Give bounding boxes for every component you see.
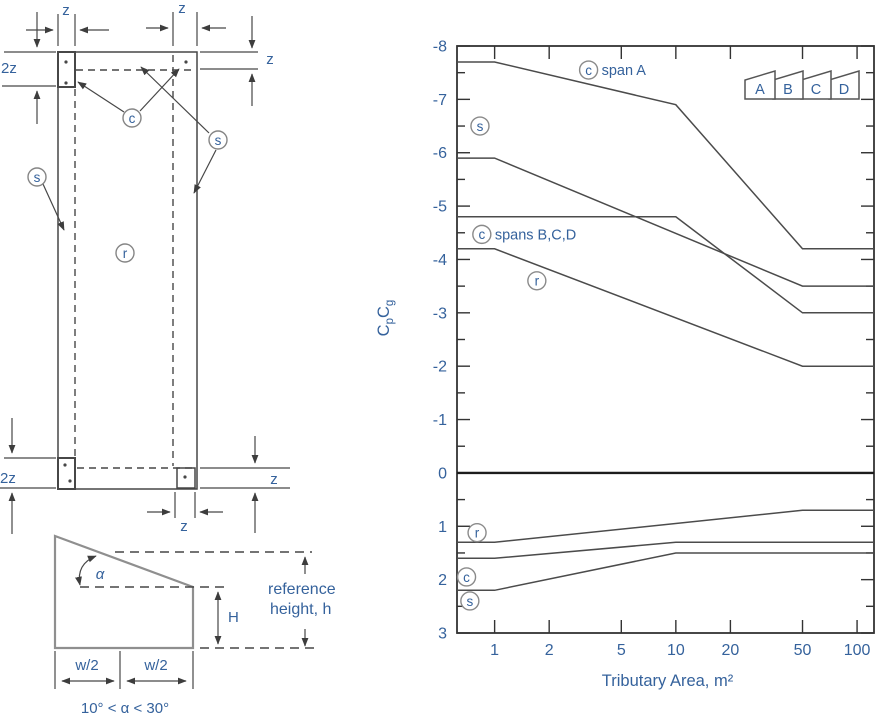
y-tick-label: -7 bbox=[433, 92, 447, 109]
x-axis-title: Tributary Area, m² bbox=[602, 672, 734, 690]
series-edge-suction bbox=[457, 157, 874, 287]
roof-section-diagram: α H reference height, h w/2 w/2 10° < α … bbox=[53, 534, 336, 717]
y-tick-label: -8 bbox=[433, 39, 447, 56]
y-tick-label: -4 bbox=[433, 252, 447, 269]
series-edge-pressure bbox=[457, 552, 874, 592]
series-corner-span-A-suction bbox=[457, 61, 874, 250]
dimension-marks bbox=[0, 12, 290, 534]
cpcg-chart: -8 -7 -6 -5 -4 -3 -2 -1 0 1 2 3 1 2 5 10 20 50 100Tributar… bbox=[375, 39, 875, 690]
series-interior-suction bbox=[457, 248, 874, 367]
annotation-text: spans B,C,D bbox=[495, 227, 576, 243]
dim-label-z: z bbox=[178, 0, 186, 17]
zone-letter-r: r bbox=[123, 246, 128, 261]
annotation-letter: s bbox=[466, 594, 473, 609]
zone-label-interior: r bbox=[115, 243, 135, 263]
zone-letter-c: c bbox=[129, 111, 136, 126]
corner-dot bbox=[64, 60, 68, 64]
dim-label-2z: 2z bbox=[1, 60, 17, 77]
x-tick-label: 10 bbox=[667, 642, 685, 659]
corner-box-top-left bbox=[57, 51, 76, 88]
annotation-circle-r bbox=[467, 522, 487, 543]
x-tick-label: 2 bbox=[545, 642, 554, 659]
y-tick-label: 0 bbox=[438, 465, 447, 482]
y-tick-label: -5 bbox=[433, 199, 447, 216]
annotation-letter: c bbox=[478, 227, 485, 242]
annotation-circle-s bbox=[470, 116, 490, 136]
zone-letter-s: s bbox=[34, 170, 41, 185]
annotation-circle-s bbox=[460, 591, 480, 611]
width-dimension-marks bbox=[54, 651, 194, 689]
dim-label-z: z bbox=[266, 51, 274, 68]
x-tick-label: 50 bbox=[794, 642, 812, 659]
building-outline bbox=[57, 51, 198, 490]
y-axis-title: CpCg bbox=[375, 300, 396, 337]
annotation-circle-c bbox=[472, 224, 492, 245]
corner-box-bottom-left bbox=[57, 457, 76, 490]
zone-label-edge-right: s bbox=[208, 130, 228, 150]
dim-label-z: z bbox=[270, 471, 278, 488]
y-tick-label: -1 bbox=[433, 412, 447, 429]
annotation-circle-c bbox=[578, 60, 599, 80]
zone-pointer-arrows bbox=[42, 66, 217, 231]
ref-height-label-line2: height, h bbox=[270, 601, 331, 618]
building-plan: c s s r bbox=[0, 0, 290, 535]
annotation-letter: r bbox=[475, 525, 480, 540]
series-corner-pressure bbox=[457, 541, 874, 560]
legend-letter-C: C bbox=[811, 82, 821, 98]
x-tick-label: 20 bbox=[722, 642, 740, 659]
corner-dot bbox=[184, 60, 188, 64]
dim-label-2z: 2z bbox=[0, 470, 16, 487]
ref-height-label-line1: reference bbox=[268, 581, 336, 598]
plot-border bbox=[456, 45, 875, 634]
x-tick-label: 5 bbox=[617, 642, 626, 659]
zone-label-edge-left: s bbox=[27, 167, 47, 187]
y-tick-label: -3 bbox=[433, 305, 447, 322]
annotation-letter: c bbox=[585, 63, 592, 78]
annotation-circle-c bbox=[456, 567, 477, 587]
alpha-label: α bbox=[96, 566, 105, 583]
annotation-letter: s bbox=[477, 119, 484, 134]
y-tick-label: -2 bbox=[433, 359, 447, 376]
dim-label-z: z bbox=[62, 2, 70, 19]
annotation-letter: c bbox=[463, 570, 470, 585]
roof-plan-diagram: c s s r bbox=[0, 0, 336, 717]
y-tick-label: -6 bbox=[433, 145, 447, 162]
corner-dot bbox=[183, 475, 187, 479]
alpha-angle-arc bbox=[75, 555, 97, 586]
legend-letter-B: B bbox=[783, 82, 793, 98]
zone-letter-s: s bbox=[215, 133, 222, 148]
annotation-text: span A bbox=[602, 63, 647, 79]
legend-tooth-A bbox=[744, 69, 776, 100]
angle-range-label: 10° < α < 30° bbox=[81, 700, 169, 717]
series-interior-pressure bbox=[457, 509, 874, 544]
w-half-label: w/2 bbox=[143, 657, 167, 674]
corner-dot bbox=[64, 81, 68, 85]
corner-dot bbox=[63, 463, 67, 467]
series-corner-spans-BCD-suction bbox=[457, 216, 874, 314]
corner-box-bottom-right bbox=[176, 467, 196, 489]
x-tick-label: 100 bbox=[844, 642, 871, 659]
legend-letter-D: D bbox=[839, 82, 849, 98]
corner-dot bbox=[68, 479, 72, 483]
annotation-letter: r bbox=[535, 274, 540, 289]
zone-label-corner: c bbox=[122, 108, 142, 128]
w-half-label: w/2 bbox=[74, 657, 98, 674]
dim-label-z: z bbox=[180, 518, 188, 535]
section-outline bbox=[53, 534, 195, 650]
y-tick-label: 1 bbox=[438, 519, 447, 536]
y-tick-label: 2 bbox=[438, 572, 447, 589]
legend-letter-A: A bbox=[755, 82, 765, 98]
x-tick-label: 1 bbox=[490, 642, 499, 659]
y-tick-label: 3 bbox=[438, 626, 447, 643]
annotation-circle-r bbox=[527, 271, 547, 291]
H-label: H bbox=[228, 609, 239, 626]
